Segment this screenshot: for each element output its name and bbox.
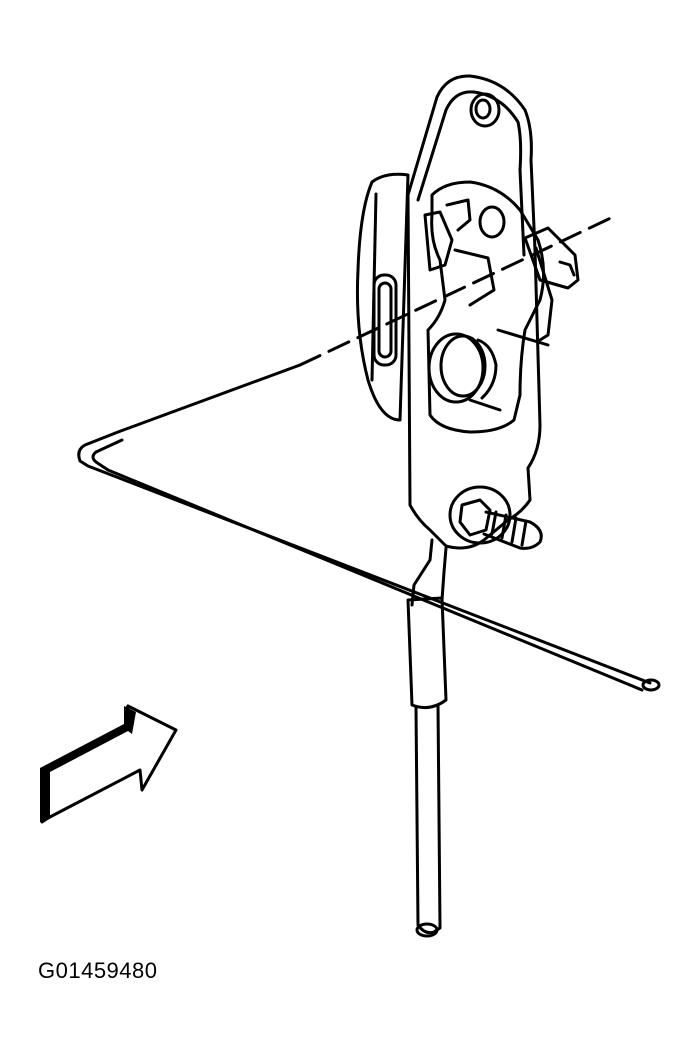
latch-housing (355, 172, 410, 422)
latch-bolt (448, 485, 543, 550)
latch-mechanism (423, 180, 580, 434)
figure-id-label: G01459480 (38, 958, 158, 983)
release-cable (406, 538, 448, 938)
latch-plate (406, 74, 542, 550)
release-rod (77, 214, 661, 692)
